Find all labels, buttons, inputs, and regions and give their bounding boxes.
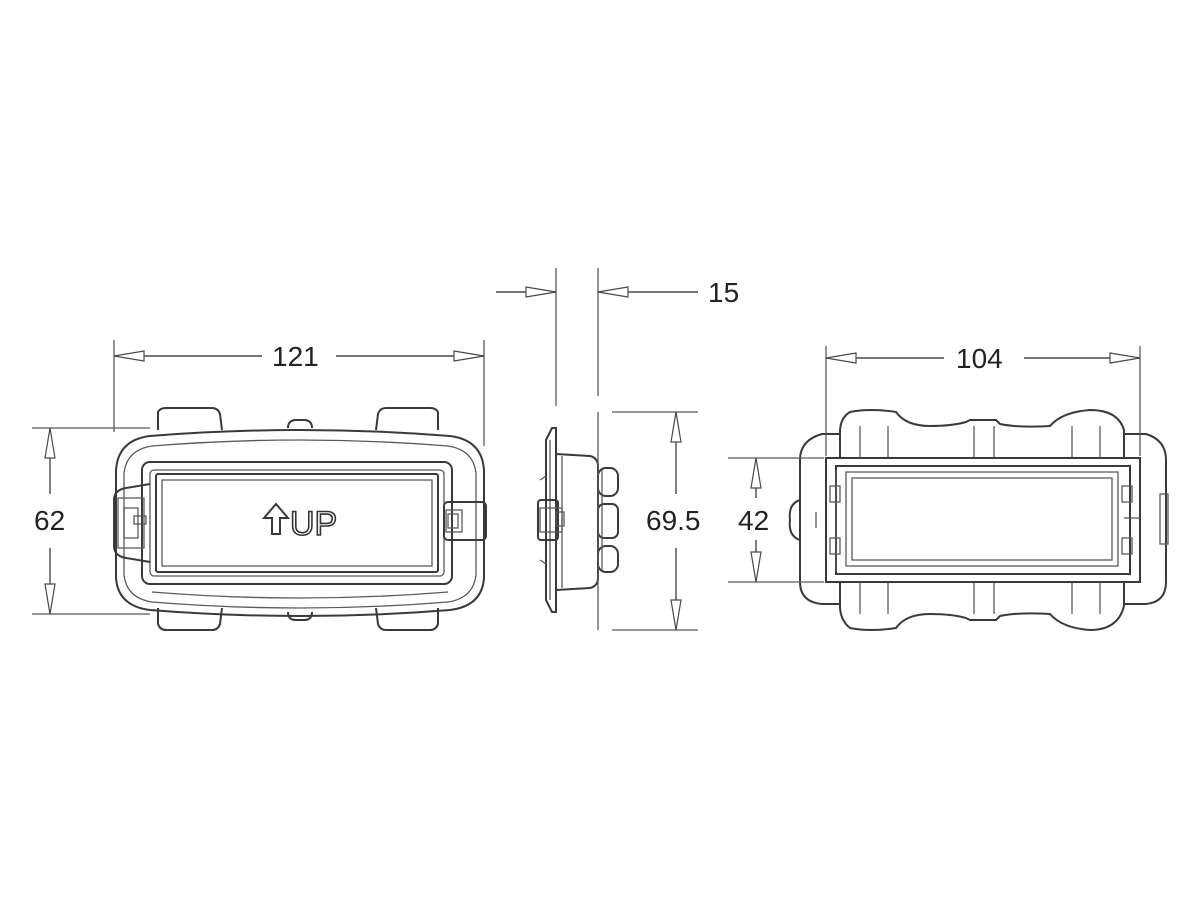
dim-label-104: 104 [956, 343, 1003, 374]
dim-label-69-5: 69.5 [646, 505, 701, 536]
cover-label: UP [290, 505, 337, 543]
dimension-rear-height: 42 [728, 457, 824, 583]
dimension-front-height: 62 [32, 427, 150, 615]
dimension-side-thickness: 15 [496, 268, 739, 406]
dim-label-62: 62 [34, 505, 65, 536]
front-view: UP [113, 407, 487, 631]
dimension-rear-width: 104 [825, 343, 1141, 456]
side-view [537, 427, 619, 613]
dim-label-121: 121 [272, 341, 319, 372]
dimension-front-width: 121 [113, 340, 485, 446]
dim-label-15: 15 [708, 277, 739, 308]
rear-view [788, 408, 1169, 632]
up-arrow-icon [261, 502, 291, 535]
dim-label-42: 42 [738, 505, 769, 536]
dimension-side-height: 69.5 [597, 411, 701, 631]
